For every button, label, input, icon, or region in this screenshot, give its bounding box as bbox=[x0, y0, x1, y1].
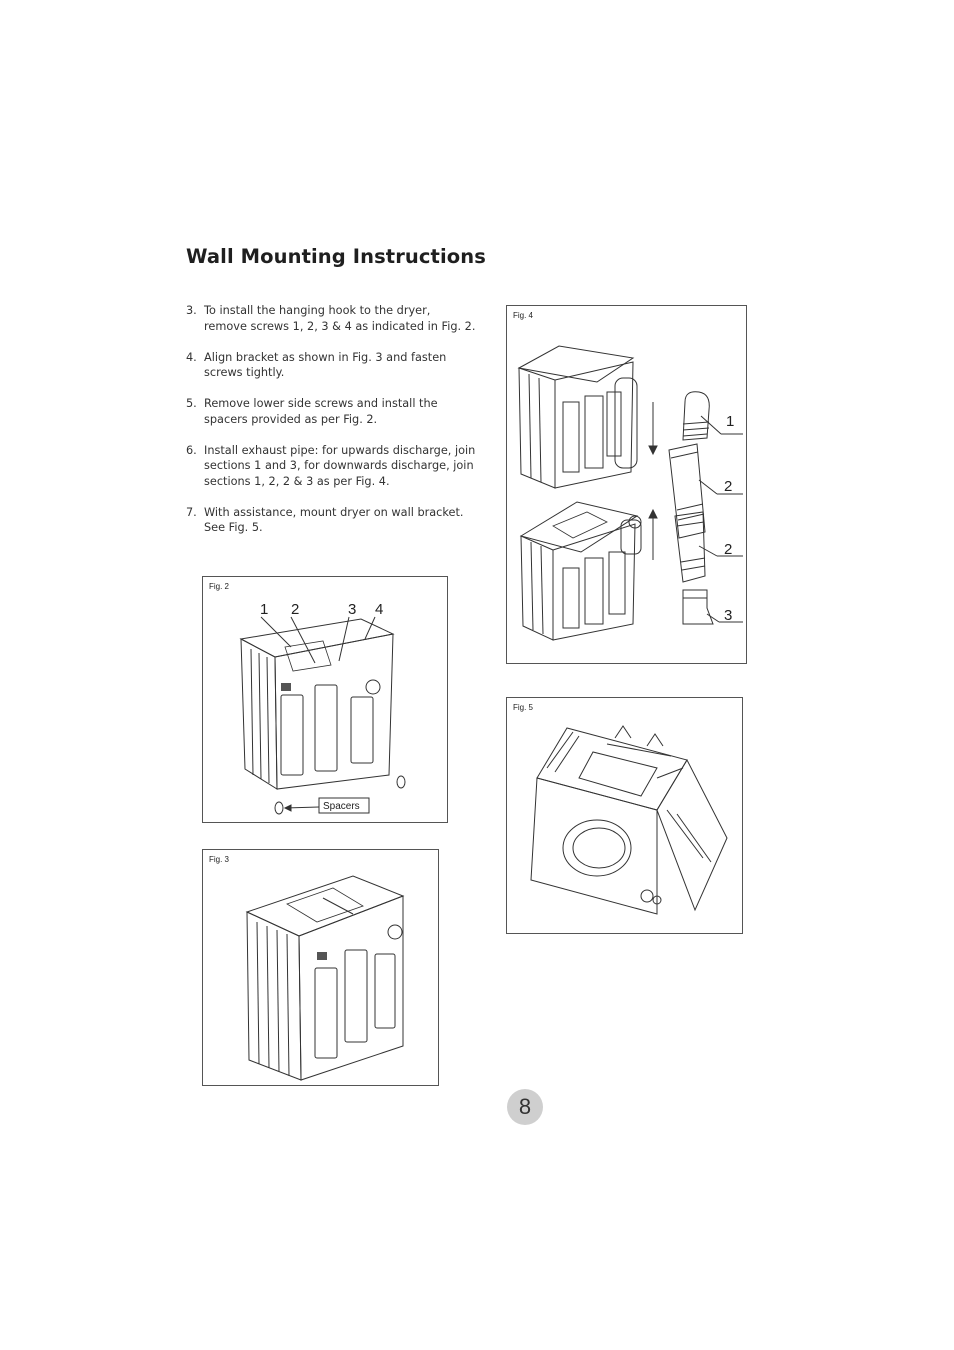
fig3-dryer-drawing bbox=[245, 875, 405, 1081]
fig5-mounted-dryer-drawing bbox=[530, 725, 728, 915]
step-text: Remove lower side screws and install the… bbox=[204, 397, 438, 426]
spacers-label: Spacers bbox=[323, 801, 360, 812]
instruction-steps: 3. To install the hanging hook to the dry… bbox=[186, 303, 476, 551]
step-number: 6. bbox=[186, 443, 197, 457]
figure-4: 1 2 2 3 Fig. 4 bbox=[506, 305, 747, 664]
figure-5: Fig. 5 bbox=[506, 697, 743, 934]
step-text: To install the hanging hook to the dryer… bbox=[204, 304, 476, 333]
figure-2: 1 2 3 4 Spacers Fig. 2 bbox=[202, 576, 448, 823]
step-item: 3. To install the hanging hook to the dry… bbox=[186, 303, 476, 334]
fig2-dryer-drawing: 1 2 3 4 Spacers bbox=[239, 601, 406, 815]
fig2-label: Fig. 2 bbox=[209, 582, 230, 591]
page-number: 8 bbox=[518, 1094, 532, 1119]
figure-3: Fig. 3 bbox=[202, 849, 439, 1086]
fig4-callout-2a: 2 bbox=[724, 478, 732, 495]
step-number: 5. bbox=[186, 397, 197, 410]
step-text: Install exhaust pipe: for upwards discha… bbox=[204, 443, 476, 488]
step-item: 6. Install exhaust pipe: for upwards disc… bbox=[186, 443, 476, 490]
step-number: 7. bbox=[186, 505, 197, 519]
fig2-callout-2: 2 bbox=[291, 601, 299, 618]
fig4-label: Fig. 4 bbox=[513, 311, 534, 320]
page-number-badge: 8 bbox=[507, 1089, 543, 1125]
fig4-callout-3: 3 bbox=[724, 607, 732, 624]
fig5-label: Fig. 5 bbox=[513, 703, 534, 712]
fig4-callout-2b: 2 bbox=[724, 541, 732, 558]
fig3-label: Fig. 3 bbox=[209, 855, 230, 864]
fig2-callout-4: 4 bbox=[375, 601, 383, 618]
step-text: Align bracket as shown in Fig. 3 and fas… bbox=[204, 350, 447, 380]
fig2-callout-1: 1 bbox=[260, 601, 268, 618]
fig4-callout-1: 1 bbox=[726, 413, 734, 430]
fig4-exhaust-drawing: 1 2 2 3 bbox=[517, 345, 743, 641]
page-title: Wall Mounting Instructions bbox=[186, 245, 486, 268]
step-item: 7. With assistance, mount dryer on wall b… bbox=[186, 505, 476, 536]
step-item: 4. Align bracket as shown in Fig. 3 and f… bbox=[186, 350, 476, 381]
step-number: 3. bbox=[186, 304, 197, 317]
step-item: 5. Remove lower side screws and install t… bbox=[186, 396, 476, 427]
fig2-callout-3: 3 bbox=[348, 601, 356, 618]
spacers-label-box bbox=[318, 797, 370, 814]
step-text: With assistance, mount dryer on wall bra… bbox=[204, 505, 464, 535]
step-number: 4. bbox=[186, 350, 197, 364]
